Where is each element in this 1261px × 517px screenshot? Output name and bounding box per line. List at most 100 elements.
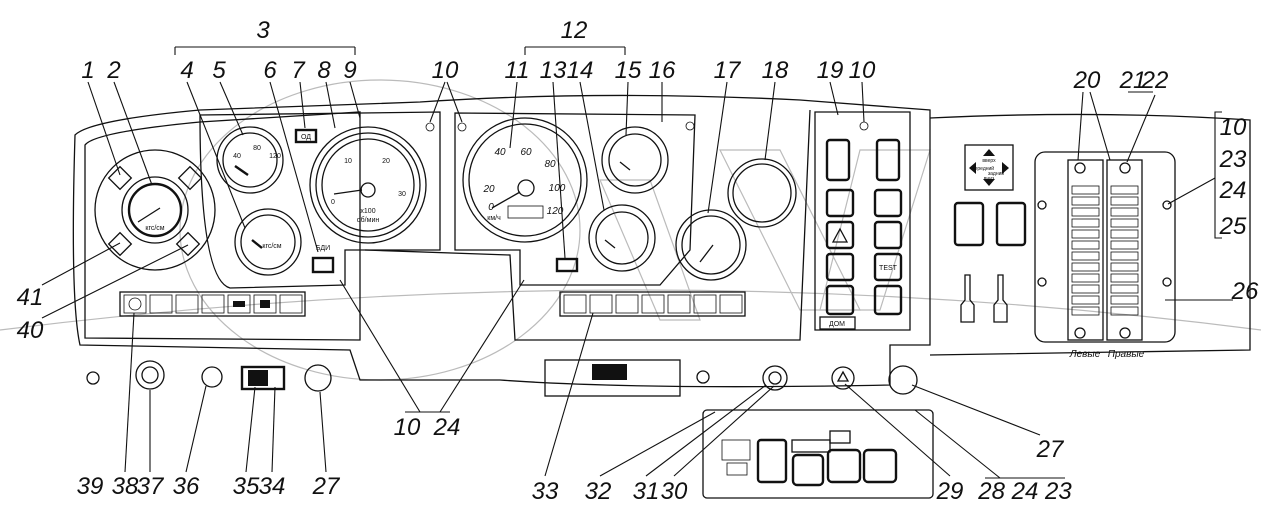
callout-29: 29: [936, 478, 964, 505]
pressure-unit-label: кгс/см: [145, 225, 164, 232]
mirror-control[interactable]: вверх передний задний вниз: [964, 144, 1014, 191]
test-button[interactable]: [873, 252, 903, 282]
speedometer: 0 20 40 60 80 100 120 км/ч: [462, 117, 588, 243]
speed-unit: км/ч: [487, 215, 501, 222]
coolant-temp-gauge: 40 80 120: [216, 126, 284, 194]
callout-12: 12: [561, 17, 588, 44]
tick-label: 80: [253, 145, 261, 152]
tick-label: 10: [344, 158, 352, 165]
fuse-left-label: Левые: [1069, 349, 1101, 360]
callout-39: 39: [77, 473, 104, 500]
bdi-indicator: [311, 256, 335, 274]
tacho-unit: об/мин: [357, 216, 380, 224]
fuse-slot[interactable]: [1110, 273, 1139, 283]
tick-label: 30: [398, 191, 406, 198]
engine-switch[interactable]: [873, 220, 903, 250]
fuse-slot[interactable]: [1110, 262, 1139, 272]
battery-indicator: [555, 257, 579, 273]
warning-lamp: [177, 165, 203, 191]
blank-switch[interactable]: [873, 188, 903, 218]
fuse-slot[interactable]: [1071, 295, 1100, 305]
brake-pressure-gauge: кгс/см: [94, 149, 216, 271]
callout-15: 15: [615, 57, 642, 84]
callout-10: 10: [849, 57, 876, 84]
warning-lamp: [107, 231, 133, 257]
lever[interactable]: [993, 274, 1008, 323]
fuse-slot[interactable]: [1110, 229, 1139, 239]
ignition-switch[interactable]: [240, 365, 286, 391]
tick-label: 40: [494, 147, 506, 158]
fuse-slot[interactable]: [1110, 240, 1139, 250]
callout-26: 26: [1231, 278, 1259, 305]
fuse-slot[interactable]: [1110, 196, 1139, 206]
callout-6: 6: [263, 57, 277, 84]
callout-30: 30: [661, 478, 688, 505]
tachometer: 0 10 20 30 x100 об/мин: [309, 126, 427, 244]
headlight-switch[interactable]: [825, 188, 855, 218]
auxiliary-panel: [702, 409, 934, 499]
fuel-gauge: [601, 126, 669, 194]
callout-13: 13: [540, 57, 567, 84]
fuse-slot[interactable]: [1071, 196, 1100, 206]
fuse-slot[interactable]: [1110, 284, 1139, 294]
callout-27: 27: [1036, 436, 1065, 463]
callout-34: 34: [259, 473, 286, 500]
tick-label: 0: [488, 202, 494, 213]
callout-5: 5: [212, 57, 226, 84]
callout-7: 7: [291, 57, 306, 84]
diff-lock-switch[interactable]: [825, 284, 855, 316]
button[interactable]: [862, 448, 898, 484]
callout-2: 2: [106, 57, 120, 84]
callout-14: 14: [567, 57, 594, 84]
rocker-switch[interactable]: [756, 438, 788, 484]
fuse-slot[interactable]: [1071, 240, 1100, 250]
bdi-label: БДИ: [316, 245, 330, 252]
callout-4: 4: [180, 57, 193, 84]
fuse-slot[interactable]: [1110, 218, 1139, 228]
fuse-slot[interactable]: [1110, 185, 1139, 195]
callout-8: 8: [317, 57, 331, 84]
fuse-slot[interactable]: [1071, 185, 1100, 195]
voltmeter: [588, 204, 656, 272]
hazard-switch[interactable]: [825, 220, 855, 250]
empty-gauge-slot: [727, 158, 797, 228]
fuse-slot[interactable]: [1071, 273, 1100, 283]
fuse-slot[interactable]: [1071, 284, 1100, 294]
fuse-slot[interactable]: [1071, 251, 1100, 261]
fog-light-switch[interactable]: [825, 252, 855, 282]
diff-lock-switch[interactable]: [873, 284, 903, 316]
tick-label: 100: [549, 183, 566, 194]
rocker-switch[interactable]: [825, 138, 851, 182]
lever[interactable]: [960, 274, 975, 323]
tick-label: 120: [547, 206, 564, 217]
fuse-slot[interactable]: [1071, 262, 1100, 272]
fuse-slot[interactable]: [1071, 306, 1100, 316]
callout-18: 18: [762, 57, 789, 84]
callout-41: 41: [17, 284, 44, 311]
fuse-slot[interactable]: [1071, 207, 1100, 217]
fuse-slot[interactable]: [1110, 207, 1139, 217]
fuse-slot[interactable]: [1071, 229, 1100, 239]
button[interactable]: [791, 453, 825, 487]
fuse-slot[interactable]: [1110, 295, 1139, 305]
warning-lamp: [107, 165, 133, 191]
callout-10: 10: [1220, 114, 1247, 141]
fuse-slot[interactable]: [1110, 251, 1139, 261]
dom-label: ДОМ: [829, 321, 845, 328]
fuse-slot[interactable]: [1110, 306, 1139, 316]
rocker-switch[interactable]: [875, 138, 901, 182]
fuse-box: Левые Правые: [1034, 151, 1176, 360]
od-label: ОД: [301, 134, 311, 141]
tick-label: 120: [269, 153, 281, 160]
callout-25: 25: [1219, 213, 1247, 240]
callout-20: 20: [1073, 67, 1101, 94]
fuse-slot[interactable]: [1071, 218, 1100, 228]
center-lamp-strip: [559, 291, 746, 317]
callout-35: 35: [233, 473, 260, 500]
rocker-switch[interactable]: [953, 201, 985, 247]
rocker-switch[interactable]: [995, 201, 1027, 247]
button[interactable]: [826, 448, 862, 484]
callout-16: 16: [649, 57, 676, 84]
callout-28-24-23: 28 24 23: [977, 478, 1072, 505]
